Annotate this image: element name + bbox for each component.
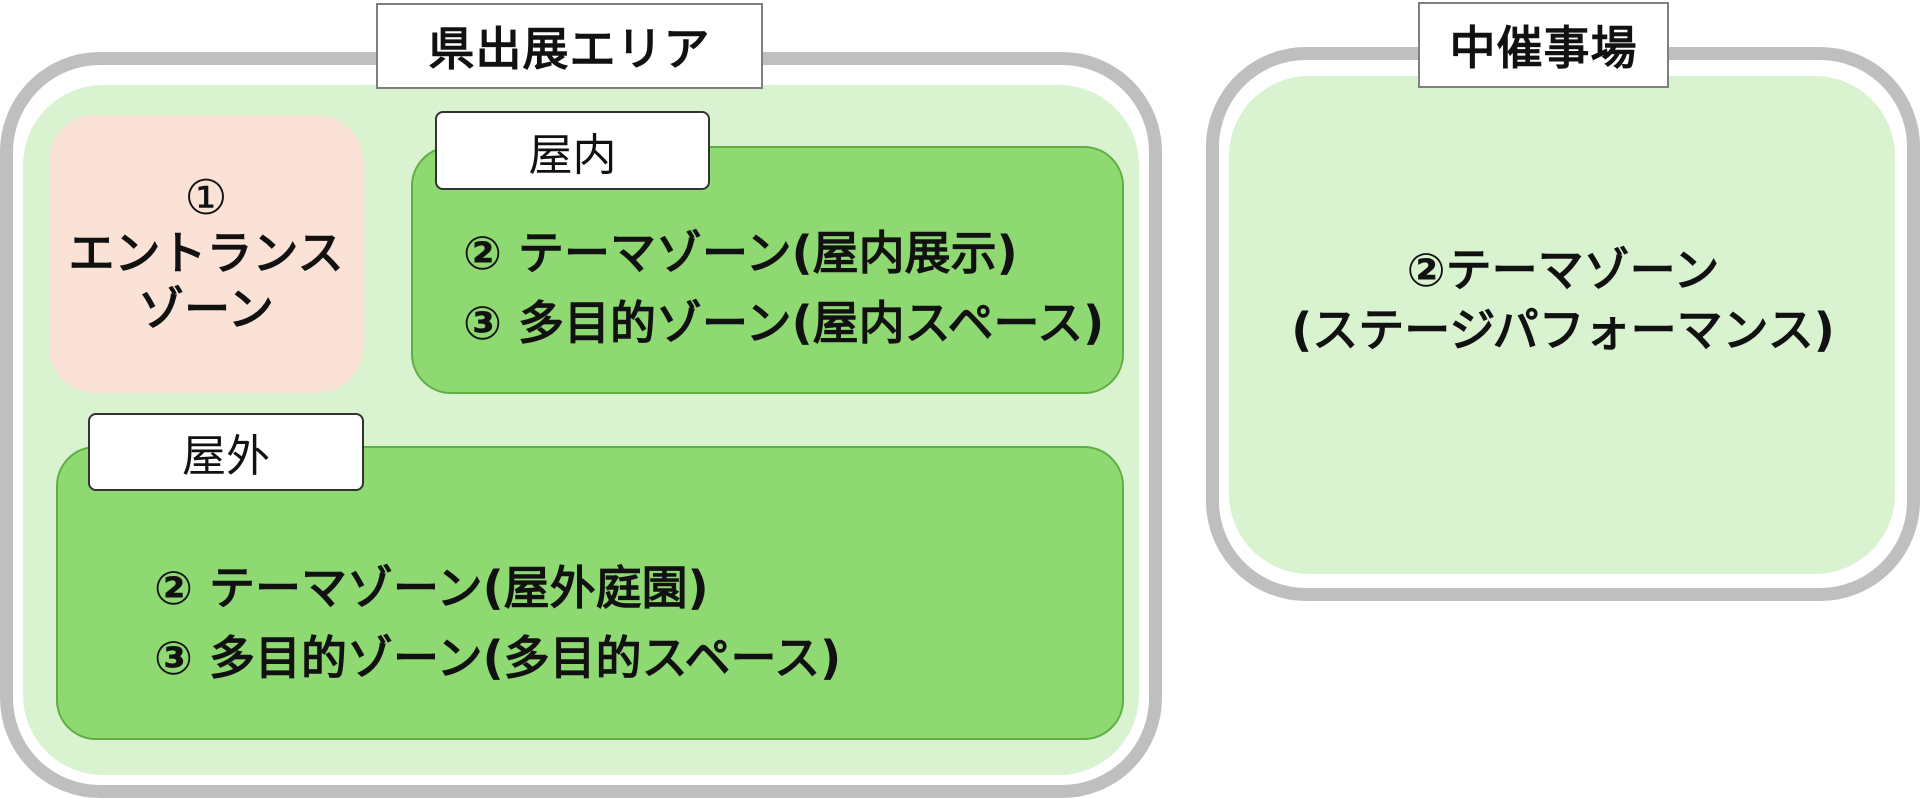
entrance-zone-label-line1: エントランス	[68, 226, 344, 280]
outdoor-label: 屋外	[88, 413, 364, 491]
middle-event-hall-area	[1206, 47, 1920, 601]
indoor-zone-lines: ② テーマゾーン(屋内展示) ③ 多目的ゾーン(屋内スペース)	[463, 218, 1104, 358]
prefecture-area-title: 県出展エリア	[376, 3, 763, 89]
indoor-multipurpose-zone: ③ 多目的ゾーン(屋内スペース)	[463, 296, 1105, 350]
stage-zone-line1: ②テーマゾーン	[1406, 243, 1720, 297]
outdoor-multipurpose-zone: ③ 多目的ゾーン(多目的スペース)	[154, 631, 842, 685]
stage-performance-zone: ②テーマゾーン (ステージパフォーマンス)	[1206, 240, 1920, 360]
event-hall-background	[1229, 76, 1895, 574]
entrance-zone: ① エントランス ゾーン	[49, 115, 363, 393]
outdoor-zone: ② テーマゾーン(屋外庭園) ③ 多目的ゾーン(多目的スペース)	[56, 446, 1124, 740]
outdoor-theme-zone: ② テーマゾーン(屋外庭園)	[154, 561, 709, 615]
event-hall-title: 中催事場	[1418, 2, 1669, 88]
stage-zone-line2: (ステージパフォーマンス)	[1291, 303, 1835, 357]
entrance-zone-label-line2: ゾーン	[138, 282, 274, 336]
entrance-zone-number: ①	[184, 170, 228, 226]
indoor-theme-zone: ② テーマゾーン(屋内展示)	[463, 226, 1018, 280]
outdoor-zone-lines: ② テーマゾーン(屋外庭園) ③ 多目的ゾーン(多目的スペース)	[154, 553, 841, 693]
indoor-label: 屋内	[435, 111, 710, 190]
